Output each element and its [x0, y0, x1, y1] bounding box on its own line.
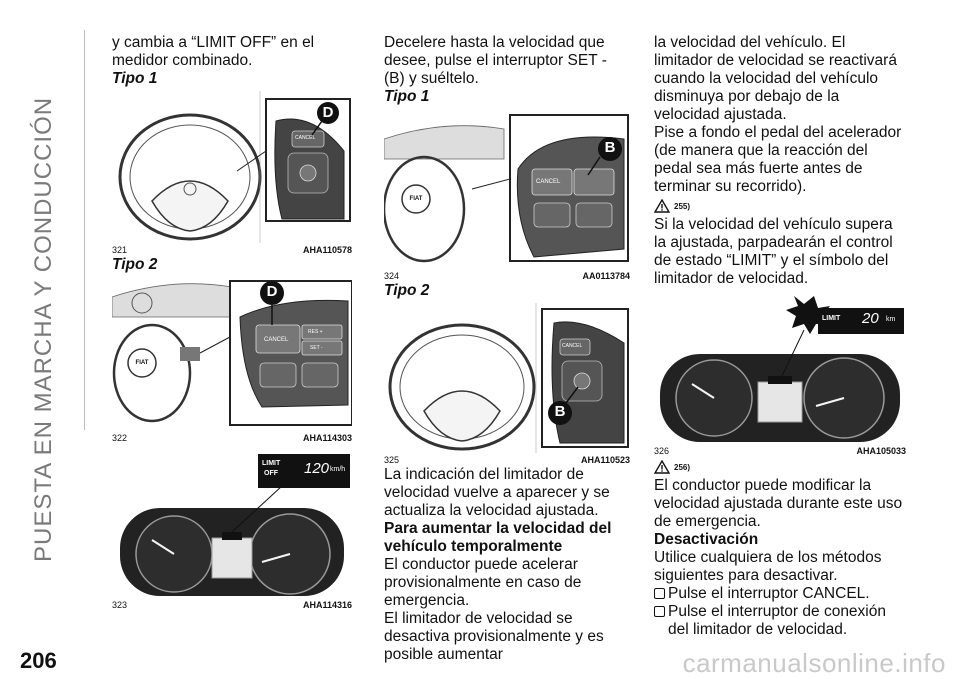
figure-322-res: RES + — [308, 329, 323, 335]
page-number: 206 — [20, 648, 57, 673]
col3-p5: Utilice cualquiera de los métodos siguie… — [654, 549, 882, 584]
figure-323-caption: 323 AHA114316 — [112, 600, 352, 611]
figure-322-number: 322 — [112, 433, 128, 443]
figure-321-number: 321 — [112, 245, 128, 255]
figure-325-caption: 325 AHA110523 — [384, 455, 630, 466]
list-item-text: Pulse el interruptor CANCEL. — [668, 585, 870, 602]
column-2: Decelere hasta la velocidad que desee, p… — [384, 34, 630, 664]
figure-321-code: AHA110578 — [302, 245, 352, 255]
figure-321-caption: 321 AHA110578 — [112, 245, 352, 256]
figure-326-code: AHA105033 — [856, 446, 906, 456]
figure-323-number: 323 — [112, 600, 128, 610]
steering-wheel-illustration-325 — [384, 303, 630, 453]
watermark: carmanualsonline.info — [682, 648, 946, 678]
figure-322-cancel: CANCEL — [264, 337, 289, 343]
figure-321: D CANCEL 321 AHA110578 — [112, 91, 352, 256]
col2-p2: El conductor puede acelerar provisionalm… — [384, 556, 582, 609]
figure-325: B CANCEL 325 AHA110523 — [384, 303, 630, 466]
col3-p1: la velocidad del vehículo. El limitador … — [654, 34, 897, 123]
figure-324-code: AA0113784 — [582, 271, 630, 281]
col1-intro: y cambia a “LIMIT OFF” en el medidor com… — [112, 34, 315, 69]
col3-heading: Desactivación — [654, 531, 759, 548]
figure-321-cancel: CANCEL — [295, 135, 316, 141]
figure-326: LIMIT 20 km 326 AHA105033 — [654, 294, 906, 457]
column-3: la velocidad del vehículo. El limitador … — [654, 34, 906, 639]
warning-triangle-icon — [654, 460, 670, 474]
col2-p1: La indicación del limitador de velocidad… — [384, 466, 610, 519]
warning-ref-255: 255) — [674, 201, 691, 211]
figure-326-caption: 326 AHA105033 — [654, 446, 906, 457]
figure-324-fiat-logo: FIAT — [409, 196, 423, 202]
figure-322-set: SET - — [310, 345, 323, 351]
list-item-text: Pulse el interruptor de conexión del lim… — [668, 603, 886, 638]
column-1: y cambia a “LIMIT OFF” en el medidor com… — [112, 34, 352, 611]
side-divider — [84, 30, 85, 430]
steering-wheel-illustration-321 — [112, 91, 352, 243]
list-item: Pulse el interruptor CANCEL. — [654, 585, 906, 603]
figure-326-speed: 20 — [862, 310, 879, 327]
figure-323-speed: 120 — [304, 460, 330, 477]
figure-325-cancel: CANCEL — [562, 343, 583, 349]
figure-323: LIMIT OFF 120 km/h 323 AHA114316 — [112, 450, 352, 611]
checkbox-bullet-icon — [654, 606, 665, 617]
instrument-cluster-illustration-326 — [654, 294, 906, 444]
col3-p3: Si la velocidad del vehículo supera la a… — [654, 216, 893, 287]
col2-p3: El limitador de velocidad se desactiva p… — [384, 610, 604, 663]
col2-intro: Decelere hasta la velocidad que desee, p… — [384, 34, 607, 87]
col2-heading: Para aumentar la velocidad del vehículo … — [384, 520, 612, 555]
steering-wheel-illustration-322 — [112, 277, 352, 431]
figure-323-unit: km/h — [330, 466, 346, 473]
figure-325-label-b: B — [554, 403, 566, 420]
checkbox-bullet-icon — [654, 588, 665, 599]
warning-triangle-icon — [654, 199, 670, 213]
figure-324-number: 324 — [384, 271, 400, 281]
figure-322-fiat-logo: FIAT — [135, 360, 149, 366]
figure-324: B FIAT CANCEL 324 AA0113784 — [384, 109, 630, 282]
figure-324-caption: 324 AA0113784 — [384, 271, 630, 282]
figure-321-label-d: D — [322, 104, 334, 121]
col2-tipo1: Tipo 1 — [384, 88, 430, 105]
steering-wheel-illustration-324 — [384, 109, 630, 269]
instrument-cluster-illustration-323 — [112, 450, 352, 598]
figure-325-number: 325 — [384, 455, 400, 465]
col1-tipo2: Tipo 2 — [112, 256, 158, 273]
list-item: Pulse el interruptor de conexión del lim… — [654, 603, 906, 639]
col3-p4: El conductor puede modificar la velocida… — [654, 477, 903, 530]
figure-322-caption: 322 AHA114303 — [112, 433, 352, 444]
figure-324-label-b: B — [604, 139, 616, 156]
figure-322: D FIAT CANCEL RES + SET - 322 AHA114303 — [112, 277, 352, 444]
warning-note-255: 255) — [654, 198, 906, 214]
figure-326-number: 326 — [654, 446, 670, 456]
col1-tipo1: Tipo 1 — [112, 70, 158, 87]
figure-326-limit: LIMIT — [822, 315, 841, 322]
figure-322-label-d: D — [266, 283, 278, 300]
col3-p2: Pise a fondo el pedal del acelerador (de… — [654, 124, 902, 195]
col2-tipo2: Tipo 2 — [384, 282, 430, 299]
warning-ref-256: 256) — [674, 462, 691, 472]
figure-323-off: OFF — [264, 470, 278, 477]
figure-322-code: AHA114303 — [302, 433, 352, 443]
figure-324-cancel: CANCEL — [536, 179, 561, 185]
figure-323-limit: LIMIT — [262, 460, 281, 467]
figure-323-code: AHA114316 — [302, 600, 352, 610]
warning-note-256: 256) — [654, 459, 906, 475]
figure-325-code: AHA110523 — [580, 455, 630, 465]
figure-326-unit: km — [886, 316, 896, 323]
